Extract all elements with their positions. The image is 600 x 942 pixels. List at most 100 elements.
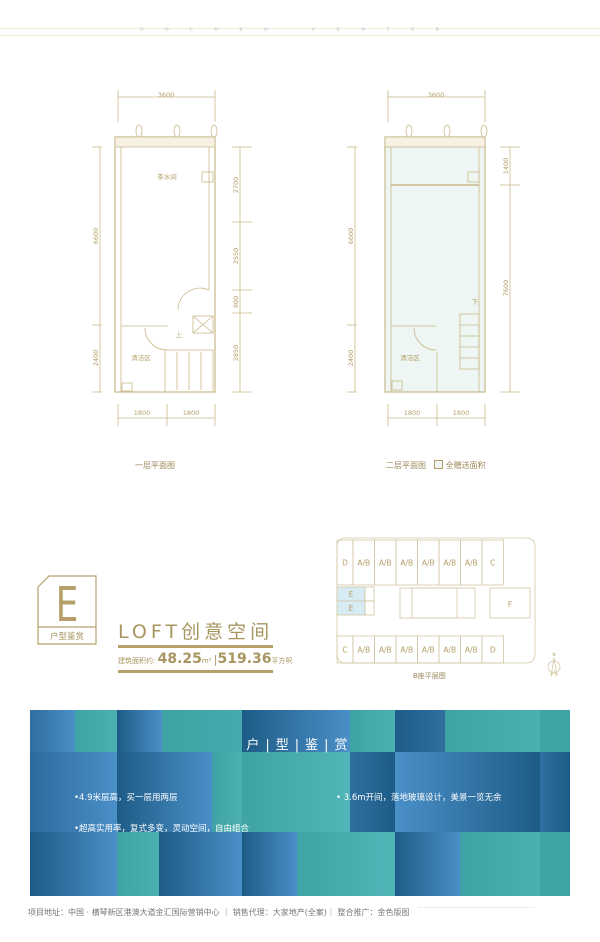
area-sqm-unit: m²: [201, 657, 212, 665]
panel-tile: [30, 832, 117, 896]
panel-tile: [117, 832, 159, 896]
key-plan-caption: B座平层图: [413, 672, 446, 680]
panel-tile: [395, 752, 540, 832]
dim-left: 6600: [347, 228, 355, 245]
panel-tile: [242, 832, 297, 896]
key-plan-bottom-label: A/B: [357, 646, 370, 655]
stair-label: 上: [176, 330, 183, 339]
dim-right: 1400: [502, 158, 510, 175]
panel-tile: [540, 832, 570, 896]
key-plan-top-label: A/B: [400, 559, 413, 568]
key-plan-top-label: A/B: [465, 559, 478, 568]
panel-tile: [30, 752, 117, 832]
title-rule: [118, 645, 273, 648]
dim-left: 6600: [92, 228, 100, 245]
panel-tile: [242, 710, 350, 752]
key-plan-unit-f-label: F: [508, 600, 513, 609]
compass-label: N: [553, 652, 556, 657]
unit-letter: E: [56, 578, 79, 633]
key-plan-outline: [336, 537, 536, 664]
feature-item: •超高实用率，复式多变，灵动空间，自由组合: [74, 824, 250, 834]
dim-bottom: 1800: [183, 409, 200, 417]
unit-logo: E 户型鉴赏: [37, 575, 97, 645]
key-plan-top-label: A/B: [379, 559, 392, 568]
key-plan-core: [399, 587, 476, 619]
plan1-caption: 一层平面图: [135, 461, 175, 470]
panel-tile: [540, 710, 570, 752]
panel-tile: [117, 752, 212, 832]
dim-right: 2700: [232, 177, 240, 194]
dim-right: 900: [232, 296, 240, 308]
disclaimer-text: ········································…: [418, 906, 535, 910]
dim-bottom: 1800: [134, 409, 151, 417]
panel-tile: [297, 832, 395, 896]
brand-rule: [0, 28, 600, 36]
legend-swatch: [433, 460, 443, 469]
dim-top: 3600: [158, 91, 175, 99]
key-plan-bottom-label: C: [342, 646, 347, 655]
panel-tile: [460, 832, 540, 896]
panel-title: 户|型|鉴|赏: [246, 738, 354, 753]
key-plan-bottom-label: A/B: [465, 646, 478, 655]
dim-left: 2400: [92, 350, 100, 367]
dim-right: 2850: [232, 345, 240, 362]
key-plan-bottom-label: D: [490, 646, 496, 655]
key-plan-unit-e-label: E: [349, 590, 354, 599]
panel-tile: [212, 752, 242, 832]
unit-area: 建筑面积约: 48.25m² |519.36平方呎: [118, 651, 293, 667]
key-plan-cell: [364, 586, 375, 602]
dim-bottom: 1800: [453, 409, 470, 417]
plan2-caption-text: 二层平面图: [386, 461, 426, 470]
dim-right: 7600: [502, 280, 510, 297]
compass-needle-icon: [550, 657, 558, 677]
panel-tile: [159, 832, 242, 896]
brand-name: GOLDEN CENTER: [139, 27, 461, 33]
key-plan-top-label: D: [342, 559, 348, 568]
key-plan-bottom-label: A/B: [400, 646, 413, 655]
key-plan-bottom-cell: [481, 635, 504, 664]
panel-tile: [75, 710, 117, 752]
key-plan-unit-e-label: E: [349, 604, 354, 613]
dim-top: 3600: [428, 91, 445, 99]
dim-right: 2550: [232, 248, 240, 265]
stair-label: 下: [472, 298, 479, 306]
key-plan-top-cell: [481, 539, 504, 586]
panel-tile: [395, 832, 460, 896]
key-plan-top-label: C: [490, 559, 495, 568]
footer-info: 项目地址：中国 · 横琴新区港澳大道金汇国际营销中心 ｜ 销售代理：大家地产(全…: [28, 908, 410, 917]
unit-label: 户型鉴赏: [50, 631, 84, 642]
key-plan-top-label: A/B: [422, 559, 435, 568]
legend-label: 全赠送面积: [445, 461, 486, 470]
panel-tile: [350, 710, 395, 752]
panel-tile: [395, 710, 445, 752]
dim-left: 2400: [347, 350, 355, 367]
key-plan-unit-f: [489, 587, 531, 619]
panel-tile: [242, 752, 350, 832]
area-label: 建筑面积约:: [118, 657, 156, 665]
area-sqft: 519.36: [217, 651, 272, 667]
feature-panel: 户|型|鉴|赏 •4.9米层高，买一层用两层 • 3.6m开间，落地玻璃设计，美…: [30, 710, 570, 896]
area-sqft-unit: 平方呎: [271, 657, 293, 665]
panel-tile: [445, 710, 540, 752]
floor-plan-2: 3600 6600 2400 1400 7600 1800 1800 清洁区 下: [347, 90, 520, 426]
key-plan-top-label: A/B: [443, 559, 456, 568]
feature-item: •4.9米层高，买一层用两层: [74, 793, 178, 803]
panel-tile: [162, 710, 242, 752]
panel-tile: [350, 752, 395, 832]
dim-bottom: 1800: [404, 409, 421, 417]
room-label: 清洁区: [400, 353, 420, 362]
compass-icon: [547, 660, 561, 674]
key-plan-bottom-label: A/B: [379, 646, 392, 655]
key-plan-cell: [364, 600, 375, 616]
panel-tile: [540, 752, 570, 832]
plan2-caption: 二层平面图 全赠送面积: [386, 460, 486, 471]
feature-item: • 3.6m开间，落地玻璃设计，美景一览无余: [336, 793, 502, 803]
unit-title: LOFT创意空间: [118, 621, 274, 643]
room-label: 清洁区: [131, 353, 151, 362]
area-sqm: 48.25: [157, 651, 202, 667]
key-plan-bottom-label: A/B: [443, 646, 456, 655]
area-rule: [118, 670, 273, 673]
key-plan-top-label: A/B: [357, 559, 370, 568]
room-label: 茶水间: [157, 172, 177, 181]
panel-tile: [117, 710, 162, 752]
